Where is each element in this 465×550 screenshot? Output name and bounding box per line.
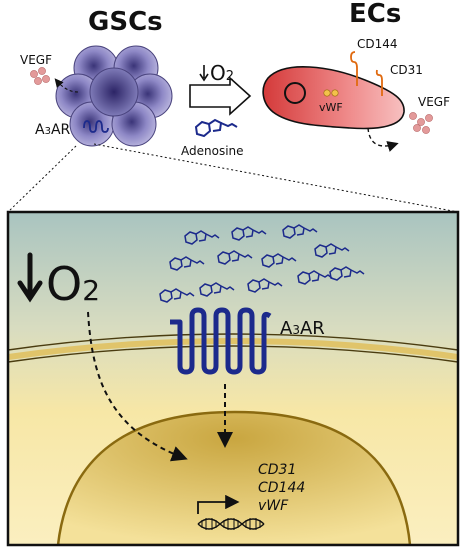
- cd144-marker-icon: [350, 51, 358, 86]
- adenosine-molecule-icon: [247, 278, 283, 293]
- gscs-title: GSCs: [88, 7, 163, 37]
- inset-panel: [6, 210, 460, 547]
- cd31-label: CD31: [390, 63, 423, 77]
- vegf-left-label: VEGF: [20, 53, 52, 67]
- adenosine-molecule-icon: [282, 224, 318, 239]
- vegf-left-dots: [30, 67, 50, 85]
- vwf-label: vWF: [319, 101, 343, 114]
- zoom-line-right: [93, 143, 459, 213]
- dna-helix-icon: [197, 518, 265, 530]
- adenosine-molecule-icon: [231, 226, 267, 241]
- ecs-title: ECs: [349, 0, 401, 29]
- membrane-outer: [8, 333, 458, 351]
- cd31-marker-icon: [375, 69, 383, 96]
- gsc-receptor-icon: [83, 120, 109, 133]
- adenosine-molecule-icon: [314, 243, 350, 258]
- vwf-granules: [323, 89, 339, 97]
- gene-label-vwf: vWF: [258, 498, 289, 514]
- adenosine-molecules-cloud: [159, 224, 365, 303]
- vegf-right-label: VEGF: [418, 95, 450, 109]
- inset-a3ar-label: A3AR: [280, 318, 325, 339]
- endothelial-cell: [262, 66, 405, 130]
- process-arrow-icon: [189, 76, 252, 116]
- transcription-start-icon: [197, 494, 240, 514]
- gene-label-cd31: CD31: [258, 462, 296, 478]
- hypoxia-to-nucleus-arrow: [87, 311, 188, 462]
- gsc-a3ar-label: A3AR: [35, 122, 71, 138]
- gsc-cluster: [55, 45, 173, 147]
- vegf-right-arrow: [367, 127, 399, 152]
- vegf-left-arrow: [54, 78, 79, 93]
- vegf-right-dots: [409, 112, 433, 134]
- adenosine-label: Adenosine: [181, 144, 244, 158]
- inset-hypoxia-arrow-icon: [17, 252, 43, 303]
- adenosine-molecule-icon: [261, 253, 297, 268]
- membrane-band: [8, 338, 458, 360]
- adenosine-molecule-icon: [184, 230, 220, 245]
- adenosine-molecule-icon: [169, 256, 205, 271]
- adenosine-molecule-icon: [194, 118, 238, 138]
- adenosine-molecule-icon: [199, 282, 235, 297]
- cell-nucleus: [56, 410, 412, 545]
- zoom-line-left: [7, 145, 77, 213]
- cd144-label: CD144: [357, 37, 398, 51]
- top-hypoxia-label: O2: [210, 61, 234, 85]
- adenosine-molecule-icon: [217, 250, 253, 265]
- adenosine-molecule-icon: [159, 288, 195, 303]
- a3ar-receptor-icon: [170, 307, 272, 375]
- membrane-inner: [8, 345, 458, 363]
- ec-nucleus: [284, 82, 306, 104]
- inset-hypoxia-label: O2: [46, 257, 100, 311]
- gene-label-cd144: CD144: [258, 480, 305, 496]
- adenosine-molecule-icon: [329, 266, 365, 281]
- hypoxia-down-arrow-icon: [199, 65, 209, 82]
